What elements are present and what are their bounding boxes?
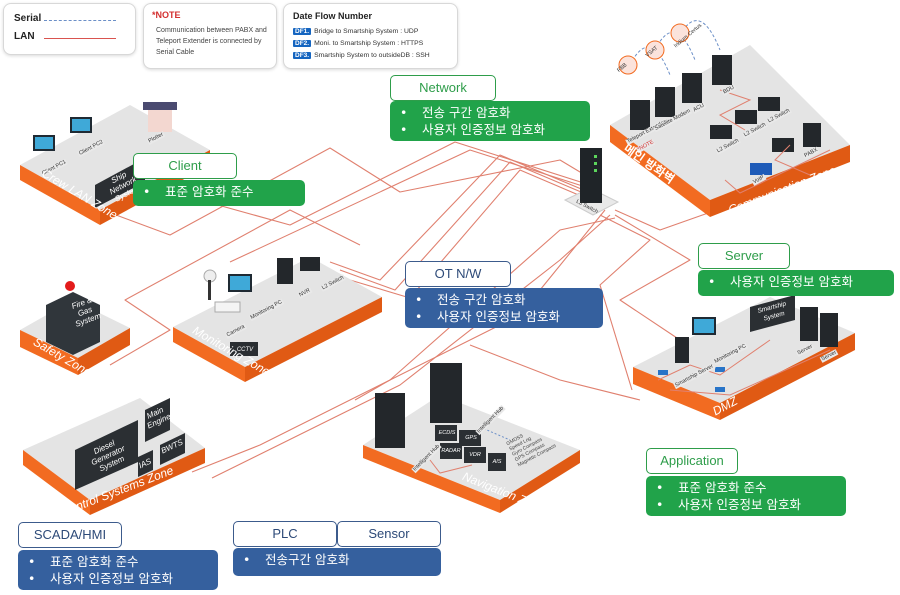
lan-line (599, 214, 651, 391)
cctv-label: CCTV (236, 347, 254, 353)
safety-zone: Fire & Gas System Safety Zone (18, 270, 133, 380)
lan-line (469, 344, 641, 401)
serial-legend-label: Serial (14, 13, 42, 24)
communication-platform (610, 20, 850, 217)
control-platform (23, 398, 205, 515)
nav-block-label: ECDIS (438, 430, 456, 436)
callout-title-plc: PLC (233, 521, 337, 547)
lan-legend-label: LAN (14, 31, 35, 42)
callout-title: Server (698, 243, 790, 269)
data-flow-item: DF1.Bridge to Smartship System : UDP (293, 28, 418, 35)
callout-item: 표준 암호화 준수 (143, 183, 295, 200)
callout-item: 전송 구간 암호화 (400, 104, 580, 121)
lan-line-swatch (44, 38, 116, 39)
callout-body: 전송 구간 암호화 사용자 인증정보 암호화 (390, 101, 590, 141)
dmz-zone: Smartship Server Monitoring PC Server Se… (630, 295, 860, 425)
df-tag: DF3. (293, 52, 312, 59)
lan-line (199, 141, 591, 226)
nav-block-label: AIS (492, 459, 502, 465)
note-text: Communication between PABX and Teleport … (156, 27, 267, 56)
data-flow-item: DF3.Smartship System to outsideDB : SSH (293, 52, 430, 59)
df-tag: DF2. (293, 40, 312, 47)
monitoring-zone: Camera Monitoring PC NVR L2 Switch CCTV … (170, 252, 385, 387)
df-text: Moni. to Smartship System : HTTPS (314, 40, 424, 47)
callout-body: 표준 암호화 준수 사용자 인증정보 암호화 (646, 476, 846, 516)
callout-item: 사용자 인증정보 암호화 (400, 121, 580, 138)
communication-zone: Teleport Extender Satellite Modem ACU BD… (600, 5, 870, 220)
callout-title: SCADA/HMI (18, 522, 122, 548)
nav-block-label: VDR (469, 452, 481, 458)
lan-line (349, 169, 603, 299)
callout-item: 사용자 인증정보 암호화 (28, 570, 208, 587)
callout-title: Client (133, 153, 237, 179)
control-systems-zone: Diesel Generator System Main Engine BWTS… (20, 390, 210, 519)
lan-line (229, 149, 596, 263)
callout-title: Network (390, 75, 496, 101)
callout-item: 사용자 인증정보 암호화 (656, 496, 836, 513)
callout-body: 사용자 인증정보 암호화 (698, 270, 894, 296)
callout-body: 전송구간 암호화 (233, 548, 441, 576)
callout-body: 표준 암호화 준수 사용자 인증정보 암호화 (18, 550, 218, 590)
callout-title: Application (646, 448, 738, 474)
lan-line (329, 154, 599, 281)
safety-platform (20, 281, 130, 375)
callout-body: 전송 구간 암호화 사용자 인증정보 암호화 (405, 288, 603, 328)
callout-item: 표준 암호화 준수 (656, 479, 836, 496)
data-flow-legend: Date Flow Number DF1.Bridge to Smartship… (283, 3, 458, 69)
nav-block-label: RADAR (441, 448, 461, 454)
df-text: Smartship System to outsideDB : SSH (314, 52, 430, 59)
callout-item: 사용자 인증정보 암호화 (708, 273, 884, 290)
monitoring-platform (173, 257, 382, 382)
df-tag: DF1. (293, 28, 312, 35)
navigation-platform (363, 363, 580, 513)
lan-line (107, 147, 591, 236)
nav-block-label: GPS (465, 435, 477, 441)
serial-line-swatch (44, 20, 116, 21)
note-box: *NOTE Communication between PABX and Tel… (143, 3, 277, 69)
navigation-zone: Intelligent Hub Intelligent Hub ECDIS GP… (360, 355, 590, 515)
callout-title-sensor: Sensor (337, 521, 441, 547)
df-text: Bridge to Smartship System : UDP (314, 28, 419, 35)
lan-line (339, 161, 601, 291)
callout-item: 사용자 인증정보 암호화 (415, 308, 593, 325)
callout-item: 표준 암호화 준수 (28, 553, 208, 570)
callout-item: 전송 구간 암호화 (415, 291, 593, 308)
l3-switch-device (563, 148, 620, 216)
callout-title: OT N/W (405, 261, 511, 287)
lan-line (109, 209, 361, 366)
line-type-legend: Serial LAN (3, 3, 136, 55)
callout-item: 전송구간 암호화 (243, 551, 431, 568)
data-flow-item: DF2.Moni. to Smartship System : HTTPS (293, 40, 423, 47)
lan-line (614, 214, 691, 341)
note-title: *NOTE (152, 10, 181, 20)
data-flow-title: Date Flow Number (293, 11, 373, 21)
l3-switch: L3 Switch (560, 140, 620, 220)
callout-body: 표준 암호화 준수 (133, 180, 305, 206)
